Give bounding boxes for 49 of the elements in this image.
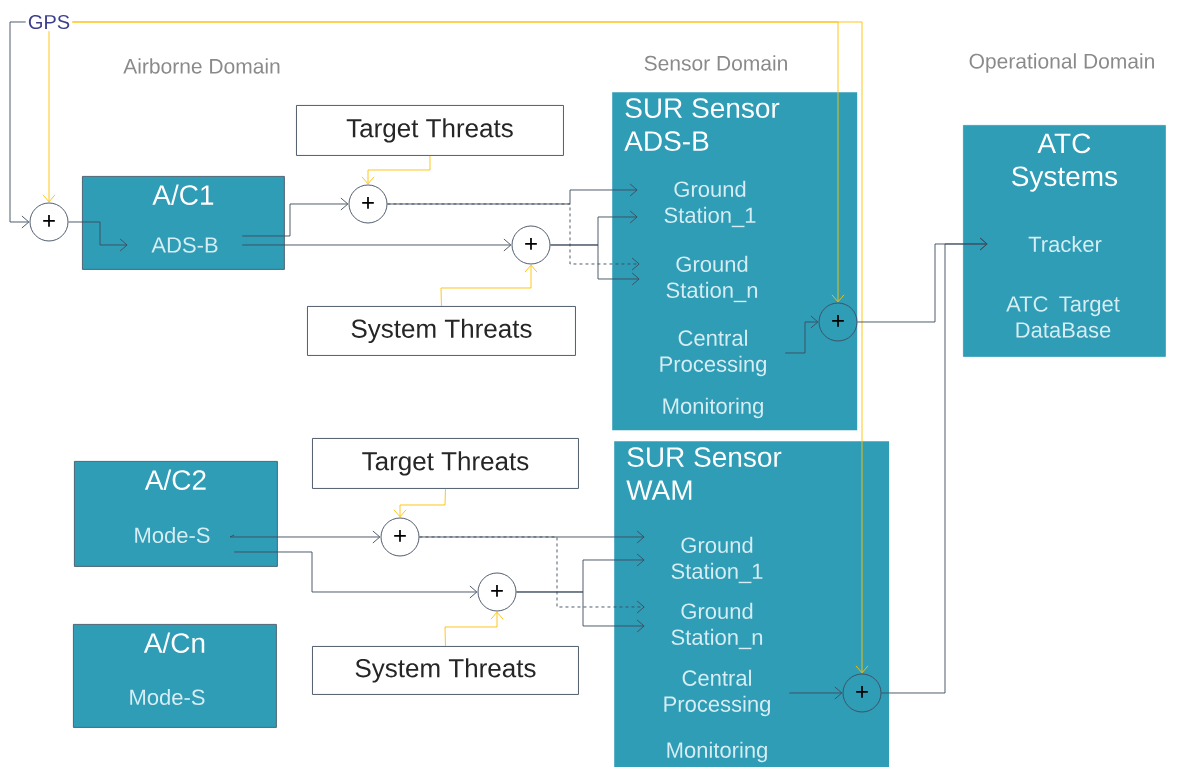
arrow (68, 221, 128, 252)
arrow (516, 591, 645, 633)
arrow (444, 611, 504, 647)
summing-junction: + (477, 572, 517, 612)
arrow (241, 197, 349, 237)
component-label: Mode-S (135, 526, 210, 544)
component-label: Monitoring (667, 741, 767, 763)
summing-junction: + (842, 673, 882, 713)
arrow (42, 30, 56, 203)
arrow (788, 686, 843, 700)
threat-box: System Threats (307, 306, 576, 356)
summing-junction: + (511, 225, 551, 265)
arrow (419, 536, 645, 614)
summing-junction: + (348, 184, 388, 224)
component-label: ATC Target DataBase (1006, 296, 1120, 338)
threat-box: Target Threats (312, 438, 579, 489)
component-label: Central Processing (660, 329, 766, 377)
arrow (440, 264, 538, 307)
arrow (881, 237, 988, 694)
arrow (393, 488, 446, 518)
domain-label: Airborne Domain (123, 58, 280, 74)
arrow (233, 551, 478, 599)
arrow (361, 155, 431, 185)
arrow (387, 203, 640, 271)
component-label: Mode-S (130, 688, 205, 706)
arrow (229, 530, 381, 544)
arrow (419, 530, 645, 544)
summing-junction: + (29, 202, 69, 242)
component-label: Monitoring (663, 397, 763, 419)
arrow (387, 183, 638, 205)
domain-label: Operational Domain (969, 53, 1154, 73)
component-label: Central Processing (664, 669, 770, 717)
component-label: Ground Station_1 (671, 536, 763, 584)
signal-source-label: GPS (28, 14, 70, 30)
arrow (71, 21, 869, 674)
summing-junction: + (380, 517, 420, 557)
threat-box: System Threats (312, 646, 579, 695)
arrow (241, 238, 512, 252)
domain-label: Sensor Domain (644, 55, 787, 71)
component-label: Ground Station_n (666, 255, 758, 303)
arrow (784, 315, 819, 354)
arrow (9, 21, 30, 229)
arrow (550, 244, 640, 286)
component-label: Ground Station_1 (664, 180, 756, 228)
component-label: Ground Station_n (671, 602, 763, 650)
component-label: Tracker (1028, 235, 1102, 253)
summing-junction: + (818, 302, 858, 342)
component-label: ADS-B (151, 237, 218, 253)
threat-box: Target Threats (296, 105, 564, 156)
